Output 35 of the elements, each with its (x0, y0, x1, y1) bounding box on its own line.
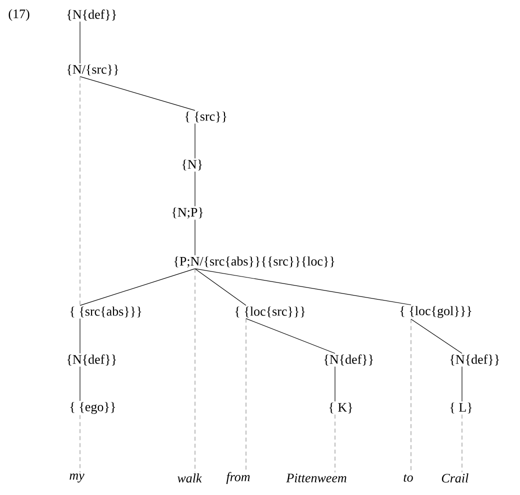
dependency-line (194, 268, 412, 306)
category-label: { {loc{src}}} (235, 306, 305, 318)
category-label: {N/{src}} (67, 64, 118, 76)
projection-line (334, 414, 336, 473)
category-label: { {src{abs}}} (70, 306, 142, 318)
dependency-line (246, 318, 336, 354)
category-label: {P;N/{src{abs}}{{src}}{loc}} (174, 256, 334, 268)
category-label: { L} (450, 402, 472, 414)
dependency-line (80, 268, 196, 306)
category-label: {N{def}} (67, 354, 116, 366)
dependency-line (194, 171, 196, 207)
projection-line (410, 318, 412, 474)
example-number: (17) (8, 9, 30, 21)
dependency-line (194, 219, 196, 256)
word: to (404, 474, 413, 482)
word: Pittenweem (286, 474, 346, 482)
category-label: { {loc{gol}}} (400, 306, 472, 318)
dependency-line (80, 76, 196, 111)
word: walk (178, 473, 202, 483)
dependency-line (194, 268, 246, 306)
dependency-line (334, 366, 336, 402)
category-label: {N;P} (172, 208, 203, 219)
category-label: { K} (329, 402, 352, 414)
word: from (226, 472, 250, 484)
category-label: { {src}} (185, 112, 226, 122)
category-label: {N} (182, 160, 202, 170)
category-label: { {ego}} (70, 402, 115, 414)
category-label: {N{def}} (67, 10, 116, 20)
word: my (70, 474, 84, 482)
projection-line (194, 268, 196, 473)
word: Crail (442, 473, 468, 483)
category-label: {N{def}} (450, 354, 499, 366)
category-label: {N{def}} (324, 354, 373, 366)
dependency-line (410, 318, 462, 354)
dependency-line (194, 123, 196, 159)
